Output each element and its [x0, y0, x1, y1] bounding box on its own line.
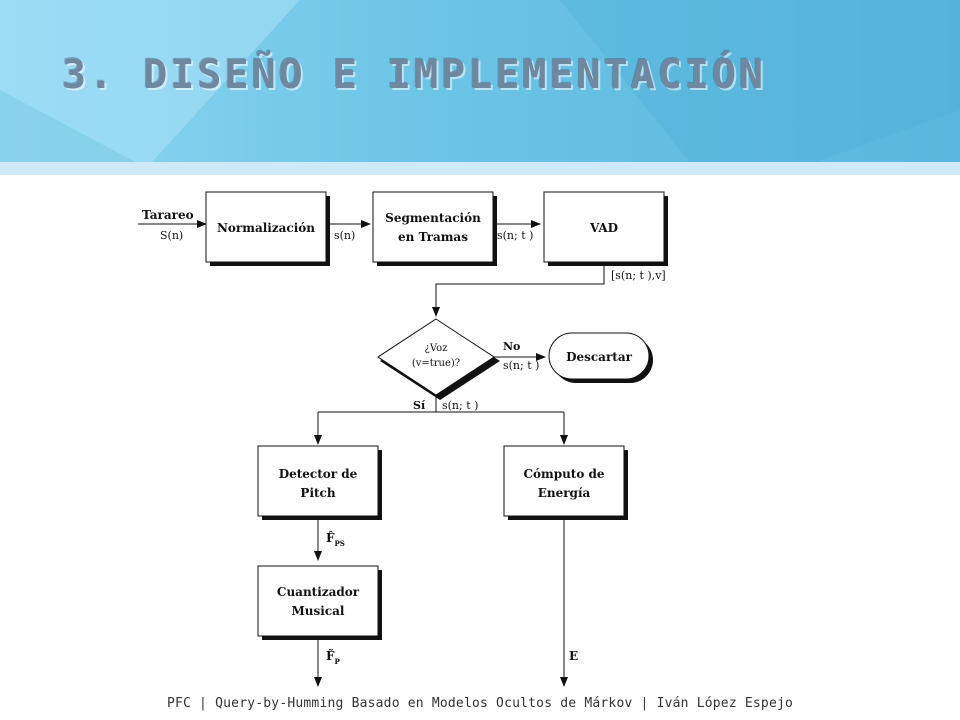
flow-diagram: Tarareo S(n) Normalización s(n) Segmenta… [138, 191, 668, 687]
signal-fps-main: F̂ [326, 530, 335, 545]
si-label: Sí [413, 399, 426, 412]
box-segmentacion: Segmentación en Tramas [372, 191, 497, 266]
box-pitch-line1: Detector de [279, 467, 358, 481]
box-energia-line2: Energía [538, 486, 591, 500]
box-vad-label: VAD [589, 221, 618, 235]
signal-fps-sub: PS [335, 539, 345, 548]
decision-line1: ¿Voz [425, 343, 448, 354]
box-vad: VAD [543, 191, 668, 266]
terminal-descartar: Descartar [548, 332, 653, 383]
header-background [0, 0, 960, 175]
signal-fp: F̃P [326, 648, 341, 666]
signal-fp-main: F̃ [326, 648, 335, 663]
box-normalizacion-label: Normalización [217, 221, 315, 235]
signal-si: s(n; t ) [442, 399, 478, 412]
signal-no: s(n; t ) [503, 359, 539, 372]
box-energia-line1: Cómputo de [523, 467, 604, 481]
no-label: No [503, 340, 520, 353]
signal-sn: s(n) [334, 229, 355, 242]
box-detector-pitch: Detector de Pitch [257, 445, 382, 520]
signal-e: E [569, 649, 578, 663]
signal-vad-out: [s(n; t ),v] [611, 269, 666, 282]
box-segmentacion-line2: en Tramas [398, 230, 468, 244]
signal-snt: s(n; t ) [497, 229, 533, 242]
signal-fps: F̂PS [326, 530, 345, 548]
terminal-descartar-label: Descartar [566, 350, 633, 364]
input-signal: S(n) [160, 229, 183, 242]
box-computo-energia: Cómputo de Energía [503, 445, 628, 520]
box-pitch-line2: Pitch [300, 486, 335, 500]
box-segmentacion-line1: Segmentación [385, 211, 481, 225]
input-label: Tarareo [142, 208, 194, 222]
slide-title: 3. DISEÑO E IMPLEMENTACIÓN [62, 52, 767, 98]
box-cuantizador-musical: Cuantizador Musical [257, 565, 382, 640]
box-normalizacion: Normalización [205, 191, 330, 266]
decision-voz: ¿Voz (v=true)? [377, 318, 500, 400]
decision-line2: (v=true)? [412, 358, 460, 369]
box-cuant-line1: Cuantizador [277, 585, 360, 599]
slide-footer: PFC | Query-by-Humming Basado en Modelos… [166, 696, 794, 711]
arrow-vad-decision [432, 262, 605, 317]
slide-header: 3. DISEÑO E IMPLEMENTACIÓN [0, 0, 960, 175]
box-cuant-line2: Musical [292, 604, 345, 618]
signal-fp-sub: P [335, 657, 341, 666]
